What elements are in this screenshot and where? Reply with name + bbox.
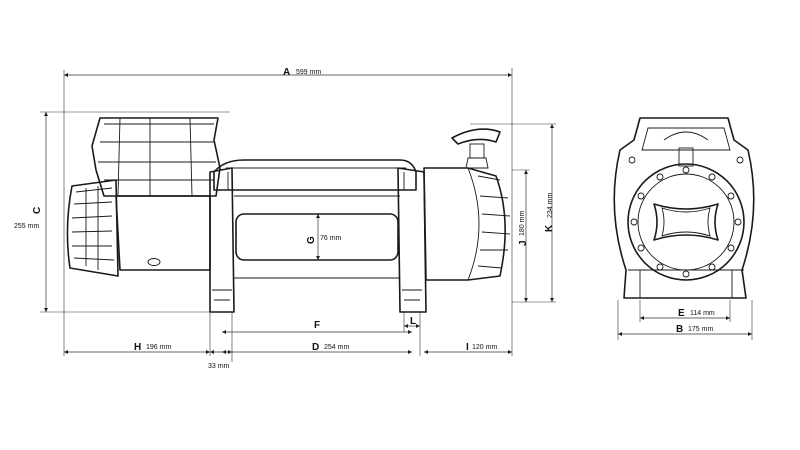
dimension-f-letter: F xyxy=(314,320,320,331)
dimension-labels: A 599 mm C 255 mm G 76 mm F L H 196 mm 3… xyxy=(14,67,715,370)
dimension-a-letter: A xyxy=(283,67,290,78)
dimension-e-letter: E xyxy=(678,308,685,319)
dimension-i-value: 120 mm xyxy=(472,344,497,351)
dimension-d-letter: D xyxy=(312,342,319,353)
dimension-d-value: 254 mm xyxy=(324,344,349,351)
dimension-b-letter: B xyxy=(676,324,683,335)
dimension-c-value: 255 mm xyxy=(14,223,39,230)
flange-bolts xyxy=(628,156,744,278)
dimension-j-value: 180 mm xyxy=(519,211,526,236)
dimension-k-letter: K xyxy=(544,224,555,232)
dimension-j-letter: J xyxy=(518,240,529,246)
dimension-h-value: 196 mm xyxy=(146,344,171,351)
dimension-k-value: 234 mm xyxy=(547,193,554,218)
winch-front-view xyxy=(613,117,755,299)
dimension-h-letter: H xyxy=(134,342,141,353)
dimension-e-value: 114 mm xyxy=(690,310,715,317)
dimension-i-letter: I xyxy=(466,342,469,353)
dimension-a-value: 599 mm xyxy=(296,69,321,76)
dimension-l-letter: L xyxy=(410,316,416,327)
winch-side-view xyxy=(66,117,511,313)
dimension-c-letter: C xyxy=(32,207,43,214)
dimension-g-value: 76 mm xyxy=(320,235,342,242)
dimension-g-letter: G xyxy=(306,236,317,244)
dimension-lines xyxy=(40,68,753,362)
dimension-foot-value: 33 mm xyxy=(208,363,230,370)
dimension-b-value: 175 mm xyxy=(688,326,713,333)
